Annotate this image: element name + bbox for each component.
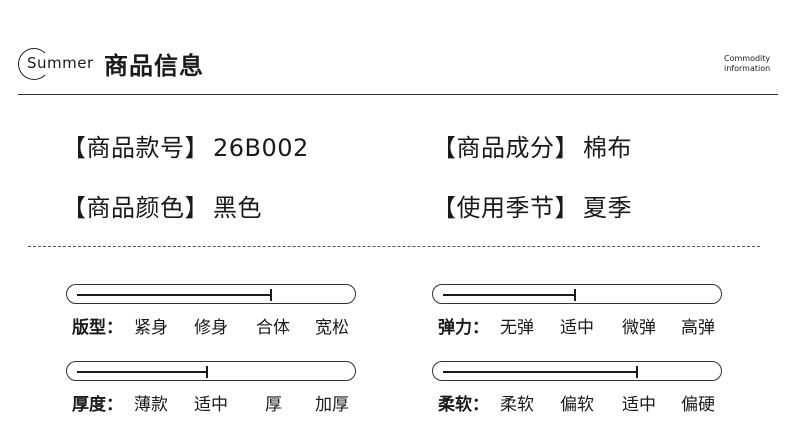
- header-divider: [18, 94, 778, 95]
- scale-option: 修身: [194, 318, 228, 338]
- info-value: 26B002: [213, 134, 309, 162]
- summer-badge-text: Summer: [27, 54, 94, 72]
- scale-option: 适中: [560, 318, 594, 338]
- info-value: 棉布: [583, 134, 632, 162]
- scale-track: [66, 361, 356, 381]
- scale-fill: [443, 289, 576, 301]
- info-item-style-number: 【商品款号】26B002: [62, 128, 309, 163]
- scale-option: 适中: [622, 395, 656, 415]
- scale-track: [66, 284, 356, 304]
- scale-name: 弹力：: [438, 318, 489, 338]
- section-subtitle-line1: Commodity: [724, 54, 771, 63]
- scale-option: 微弹: [622, 318, 656, 338]
- scale-option: 适中: [194, 395, 228, 415]
- scale-option: 紧身: [134, 318, 168, 338]
- scale-fill: [77, 289, 272, 301]
- section-subtitle: Commodity information: [724, 54, 784, 74]
- scale-option: 偏软: [560, 395, 594, 415]
- scale-track: [432, 361, 722, 381]
- scale-labels: 柔软： 柔软 偏软 适中 偏硬: [438, 390, 715, 415]
- section-title: 商品信息: [104, 52, 204, 80]
- scale-fill: [77, 366, 208, 378]
- info-label: 【商品颜色】: [62, 194, 209, 222]
- info-label: 【商品款号】: [62, 134, 209, 162]
- scale-option: 高弹: [681, 318, 715, 338]
- scale-option: 宽松: [315, 318, 349, 338]
- scale-labels: 厚度： 薄款 适中 厚 加厚: [72, 390, 349, 415]
- scale-option: 厚: [265, 395, 282, 415]
- info-item-season: 【使用季节】夏季: [432, 188, 632, 223]
- scale-name: 厚度：: [72, 395, 123, 415]
- section-subtitle-line2: information: [724, 64, 771, 73]
- badge-circle-icon: [18, 48, 50, 80]
- scale-option: 偏硬: [681, 395, 715, 415]
- scale-option: 合体: [256, 318, 290, 338]
- page-header: Summer 商品信息 Commodity information: [0, 0, 790, 96]
- info-item-composition: 【商品成分】棉布: [432, 128, 632, 163]
- info-value: 黑色: [213, 194, 262, 222]
- info-value: 夏季: [583, 194, 632, 222]
- scale-name: 版型：: [72, 318, 123, 338]
- scale-option: 柔软: [500, 395, 534, 415]
- scale-name: 柔软：: [438, 395, 489, 415]
- scale-labels: 版型： 紧身 修身 合体 宽松: [72, 313, 349, 338]
- info-item-color: 【商品颜色】黑色: [62, 188, 262, 223]
- scale-option: 薄款: [134, 395, 168, 415]
- scale-track: [432, 284, 722, 304]
- scale-fill: [443, 366, 638, 378]
- scale-labels: 弹力： 无弹 适中 微弹 高弹: [438, 313, 715, 338]
- scale-option: 无弹: [500, 318, 534, 338]
- scale-option: 加厚: [315, 395, 349, 415]
- info-label: 【商品成分】: [432, 134, 579, 162]
- dashed-divider: [28, 246, 760, 247]
- info-label: 【使用季节】: [432, 194, 579, 222]
